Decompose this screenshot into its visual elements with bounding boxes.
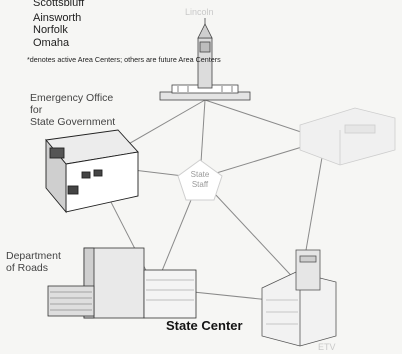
label-lincoln: Lincoln (185, 7, 214, 17)
hub-pentagon (177, 159, 223, 201)
area-center-norfolk: Norfolk (33, 24, 68, 36)
upper-right-building-illustration (299, 107, 396, 166)
area-center-scottsbluff: Scottsbluff (33, 0, 85, 9)
label-department-of-roads-line2: of Roads (6, 262, 49, 274)
label-department-of-roads-line1: Department (6, 250, 61, 262)
hub-label-line2: Staff (191, 180, 209, 189)
emergency-office-building-illustration (45, 129, 139, 214)
department-of-roads-building-illustration (47, 247, 197, 319)
capitol-building-illustration (159, 18, 251, 101)
label-emergency-office-line3: State Government (30, 116, 116, 128)
etv-building-illustration (261, 249, 337, 347)
label-state-center: State Center (166, 318, 243, 333)
label-etv: ETV (318, 342, 336, 352)
hub-label-line1: State (190, 170, 210, 179)
footnote: *denotes active Area Centers; others are… (27, 55, 221, 64)
label-emergency-office-line1: Emergency Office (30, 92, 114, 104)
label-emergency-office-line2: for (30, 104, 43, 116)
area-center-omaha: Omaha (33, 37, 70, 49)
area-center-ainsworth: Ainsworth (33, 12, 82, 24)
